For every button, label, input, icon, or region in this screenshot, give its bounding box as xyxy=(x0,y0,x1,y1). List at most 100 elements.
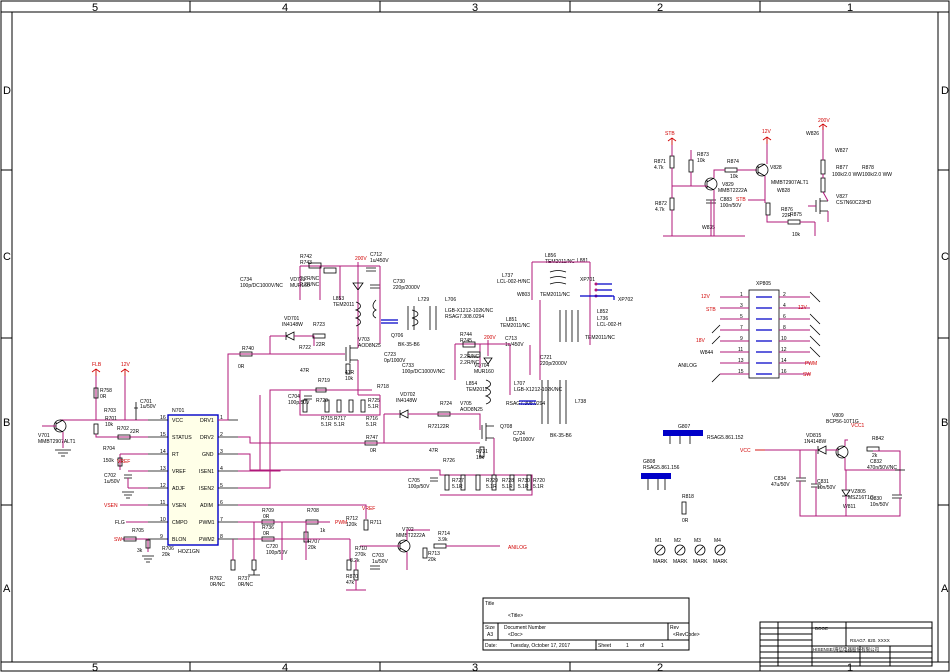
svg-text:R708: R708 xyxy=(307,508,319,514)
svg-text:R731: R731 xyxy=(476,449,488,455)
svg-text:C704: C704 xyxy=(288,394,300,400)
svg-text:3k: 3k xyxy=(137,548,143,554)
svg-text:R726: R726 xyxy=(443,458,455,464)
svg-text:L852: L852 xyxy=(597,309,608,315)
svg-text:V829: V829 xyxy=(722,182,734,188)
svg-text:R720: R720 xyxy=(316,398,328,404)
svg-text:VSEN: VSEN xyxy=(172,503,186,509)
svg-text:R730: R730 xyxy=(518,478,530,484)
svg-text:0R/NC: 0R/NC xyxy=(238,582,253,588)
svg-text:12: 12 xyxy=(781,347,787,353)
svg-text:<RevCode>: <RevCode> xyxy=(673,632,700,638)
svg-text:1u/50V: 1u/50V xyxy=(104,479,121,485)
svg-text:Q708: Q708 xyxy=(500,424,512,430)
svg-text:200V: 200V xyxy=(818,118,830,124)
svg-text:4.7k: 4.7k xyxy=(655,207,665,213)
svg-text:47R: 47R xyxy=(429,448,439,454)
svg-text:V809: V809 xyxy=(832,413,844,419)
svg-text:MMBT2907ALT1: MMBT2907ALT1 xyxy=(38,439,76,445)
svg-text:C701: C701 xyxy=(140,399,152,405)
svg-text:VZ805: VZ805 xyxy=(851,489,866,495)
svg-text:16: 16 xyxy=(781,369,787,375)
col-label: 4 xyxy=(282,2,288,14)
mark-4-icon xyxy=(714,544,726,556)
svg-text:W828: W828 xyxy=(777,188,790,194)
svg-text:ADJF: ADJF xyxy=(172,486,185,492)
svg-text:4: 4 xyxy=(783,303,786,309)
svg-text:RT: RT xyxy=(172,452,180,458)
svg-text:2.2R/NC: 2.2R/NC xyxy=(460,360,480,366)
svg-text:1: 1 xyxy=(661,643,664,649)
svg-text:5: 5 xyxy=(740,314,743,320)
svg-text:100p/DC1000V/NC: 100p/DC1000V/NC xyxy=(402,369,445,375)
svg-text:STB: STB xyxy=(706,307,716,313)
svg-text:C730: C730 xyxy=(393,279,405,285)
svg-text:5.1R: 5.1R xyxy=(518,484,529,490)
svg-text:R722: R722 xyxy=(299,345,311,351)
svg-text:11: 11 xyxy=(738,347,743,353)
svg-text:R747: R747 xyxy=(366,435,378,441)
svg-text:20k: 20k xyxy=(308,545,317,551)
svg-text:0p/1000V: 0p/1000V xyxy=(384,358,406,364)
svg-text:RSAG7.308.0294: RSAG7.308.0294 xyxy=(445,314,484,320)
svg-text:VD704: VD704 xyxy=(474,363,490,369)
svg-text:MSZ16T1G: MSZ16T1G xyxy=(848,495,874,501)
svg-text:47k: 47k xyxy=(346,580,355,586)
svg-text:MMBT2907ALT1: MMBT2907ALT1 xyxy=(771,180,809,186)
col-label: 5 xyxy=(92,662,98,672)
svg-text:0R: 0R xyxy=(100,394,107,400)
svg-text:20k: 20k xyxy=(162,552,171,558)
svg-text:IN4148W: IN4148W xyxy=(396,398,417,404)
svg-text:1: 1 xyxy=(740,292,743,298)
svg-text:R743: R743 xyxy=(300,260,312,266)
svg-text:R742: R742 xyxy=(300,254,312,260)
row-labels-left: D C B A xyxy=(3,85,11,595)
svg-text:1u/450V: 1u/450V xyxy=(505,342,524,348)
svg-text:VD701: VD701 xyxy=(284,316,300,322)
svg-text:1N4148W: 1N4148W xyxy=(804,439,827,445)
svg-text:14: 14 xyxy=(781,358,787,364)
svg-text:0R/NC: 0R/NC xyxy=(210,582,225,588)
svg-text:6: 6 xyxy=(220,500,223,506)
svg-text:R745: R745 xyxy=(460,338,472,344)
svg-text:L706: L706 xyxy=(445,297,456,303)
svg-text:G808: G808 xyxy=(643,459,655,465)
ic-ref: N701 xyxy=(172,408,185,414)
svg-text:VCC: VCC xyxy=(740,448,751,454)
svg-text:STB: STB xyxy=(665,131,675,137)
svg-text:TEM2011: TEM2011 xyxy=(333,302,355,308)
svg-text:W827: W827 xyxy=(835,148,848,154)
svg-text:R740: R740 xyxy=(242,346,254,352)
svg-text:R701: R701 xyxy=(105,416,117,422)
svg-text:R725: R725 xyxy=(368,398,380,404)
heatsink-g808 xyxy=(641,473,671,479)
svg-text:15: 15 xyxy=(738,369,744,375)
svg-text:BOOE: BOOE xyxy=(815,626,828,631)
svg-text:220p/2000V: 220p/2000V xyxy=(393,285,421,291)
svg-text:IN4148W: IN4148W xyxy=(282,322,303,328)
svg-text:8: 8 xyxy=(220,534,223,540)
svg-text:220p/2000V: 220p/2000V xyxy=(540,361,568,367)
svg-text:22R: 22R xyxy=(782,213,792,219)
svg-text:MARK: MARK xyxy=(693,559,708,565)
svg-text:R872: R872 xyxy=(655,201,667,207)
svg-text:Title: Title xyxy=(485,601,494,607)
svg-text:ANILOG: ANILOG xyxy=(508,545,527,551)
svg-text:XP805: XP805 xyxy=(756,281,771,287)
svg-text:10k: 10k xyxy=(697,158,706,164)
svg-text:4: 4 xyxy=(220,466,223,472)
svg-text:R728: R728 xyxy=(502,478,514,484)
svg-text:2: 2 xyxy=(220,432,223,438)
svg-text:Tuesday, October 17, 2017: Tuesday, October 17, 2017 xyxy=(510,643,570,649)
svg-text:47u/50V: 47u/50V xyxy=(771,482,790,488)
svg-text:4.7k: 4.7k xyxy=(654,165,664,171)
svg-text:0p/1000V: 0p/1000V xyxy=(513,437,535,443)
svg-text:<Title>: <Title> xyxy=(508,613,523,619)
svg-text:3: 3 xyxy=(740,303,743,309)
row-label: A xyxy=(941,583,949,595)
svg-text:5: 5 xyxy=(220,483,223,489)
column-labels-bottom: 5 4 3 2 1 xyxy=(92,662,853,672)
svg-text:W811: W811 xyxy=(843,504,856,510)
svg-text:12V: 12V xyxy=(121,362,131,368)
